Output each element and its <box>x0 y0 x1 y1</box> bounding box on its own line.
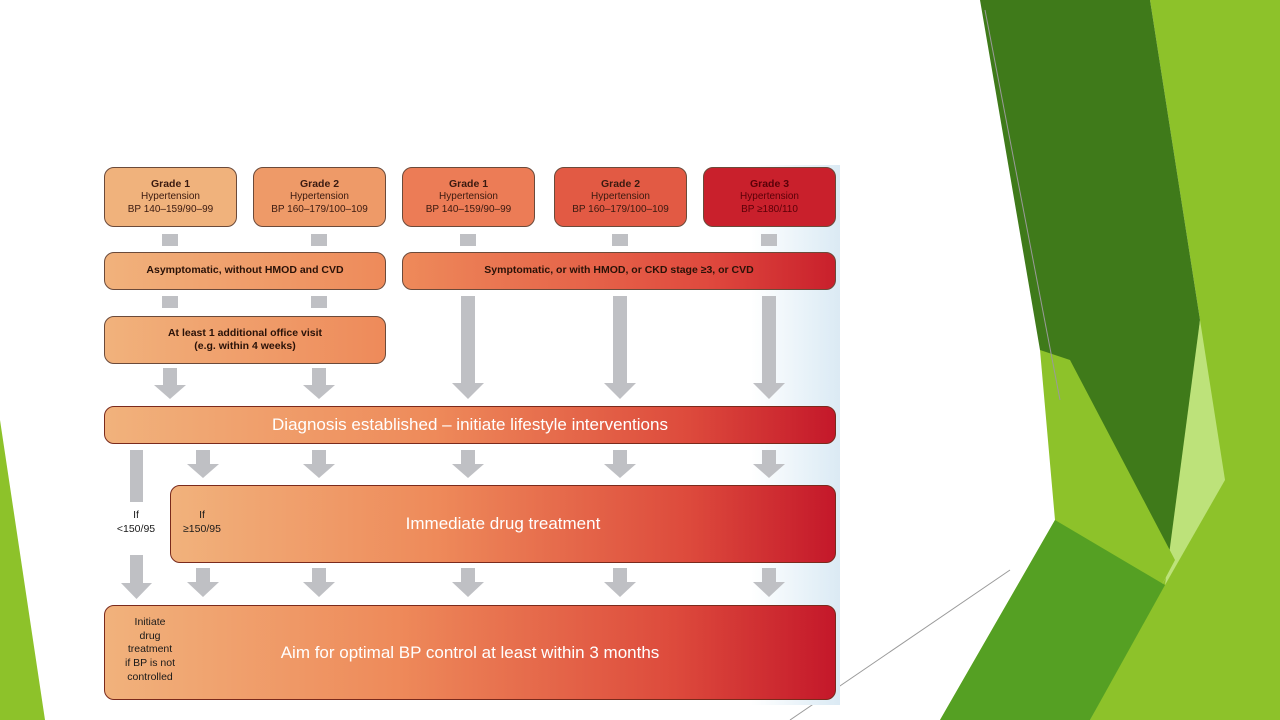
grade-box-2: Grade 2 Hypertension BP 160–179/100–109 <box>253 167 386 227</box>
asymptomatic-box: Asymptomatic, without HMOD and CVD <box>104 252 386 290</box>
initiate-note-line: Initiate <box>134 616 166 628</box>
down-arrow <box>604 450 636 478</box>
down-arrow <box>303 450 335 478</box>
aim-box: Aim for optimal BP control at least with… <box>104 605 836 700</box>
connector <box>162 234 178 246</box>
initiate-note-line: treatment <box>127 643 173 656</box>
down-arrow <box>604 568 636 597</box>
down-arrow <box>452 296 484 399</box>
office-visit-box: At least 1 additional office visit (e.g.… <box>104 316 386 364</box>
connector <box>311 296 327 308</box>
down-arrow <box>187 568 219 597</box>
immediate-label: Immediate drug treatment <box>405 514 601 534</box>
grade-line2: BP ≥180/110 <box>741 203 798 215</box>
if-high-line1: If <box>199 509 205 521</box>
grade-title: Grade 2 <box>299 177 340 190</box>
if-low-line2: <150/95 <box>116 522 156 535</box>
grade-title: Grade 3 <box>749 177 790 190</box>
grade-line2: BP 160–179/100–109 <box>572 203 669 215</box>
if-low-note: If <150/95 <box>106 509 166 536</box>
connector <box>460 234 476 246</box>
grade-line1: Hypertension <box>740 191 799 203</box>
symptomatic-label: Symptomatic, or with HMOD, or CKD stage … <box>484 264 754 277</box>
grade-title: Grade 2 <box>600 177 641 190</box>
if-high-note: If ≥150/95 <box>176 509 228 536</box>
connector <box>162 296 178 308</box>
flow-arrows <box>121 234 785 599</box>
immediate-treatment-box: Immediate drug treatment <box>170 485 836 563</box>
grade-box-1: Grade 1 Hypertension BP 140–159/90–99 <box>104 167 237 227</box>
if-high-line2: ≥150/95 <box>183 522 221 535</box>
diagnosis-label: Diagnosis established – initiate lifesty… <box>272 415 668 435</box>
down-arrow <box>154 368 186 399</box>
down-arrow <box>452 568 484 597</box>
bypass-bar <box>130 450 143 502</box>
down-arrow <box>753 450 785 478</box>
grade-line1: Hypertension <box>439 191 498 203</box>
grade-title: Grade 1 <box>150 177 191 190</box>
diagnosis-box: Diagnosis established – initiate lifesty… <box>104 406 836 444</box>
grade-box-4: Grade 2 Hypertension BP 160–179/100–109 <box>554 167 687 227</box>
office-visit-line1: At least 1 additional office visit <box>167 326 323 339</box>
connector <box>311 234 327 246</box>
initiate-note: Initiate drug treatment if BP is not con… <box>118 616 182 684</box>
grade-line2: BP 140–159/90–99 <box>127 203 214 215</box>
asymptomatic-label: Asymptomatic, without HMOD and CVD <box>146 264 344 277</box>
grade-line1: Hypertension <box>290 191 349 203</box>
hypertension-flowchart: Grade 1 Hypertension BP 140–159/90–99 Gr… <box>100 165 840 705</box>
grade-line2: BP 140–159/90–99 <box>425 203 512 215</box>
grade-line1: Hypertension <box>591 191 650 203</box>
grade-box-5: Grade 3 Hypertension BP ≥180/110 <box>703 167 836 227</box>
down-arrow <box>303 368 335 399</box>
down-arrow <box>303 568 335 597</box>
down-arrow <box>121 555 152 599</box>
down-arrow <box>753 296 785 399</box>
symptomatic-box: Symptomatic, or with HMOD, or CKD stage … <box>402 252 836 290</box>
office-visit-line2: (e.g. within 4 weeks) <box>194 340 296 352</box>
grade-box-3: Grade 1 Hypertension BP 140–159/90–99 <box>402 167 535 227</box>
grade-line1: Hypertension <box>141 191 200 203</box>
aim-label: Aim for optimal BP control at least with… <box>280 642 660 662</box>
down-arrow <box>604 296 636 399</box>
if-low-line1: If <box>133 509 139 521</box>
down-arrow <box>753 568 785 597</box>
connector <box>761 234 777 246</box>
initiate-note-line: if BP is not <box>125 656 175 669</box>
initiate-note-line: drug <box>139 629 161 642</box>
down-arrow <box>452 450 484 478</box>
down-arrow <box>187 450 219 478</box>
connector <box>612 234 628 246</box>
grade-title: Grade 1 <box>448 177 489 190</box>
initiate-note-line: controlled <box>127 670 173 683</box>
grade-line2: BP 160–179/100–109 <box>271 203 368 215</box>
